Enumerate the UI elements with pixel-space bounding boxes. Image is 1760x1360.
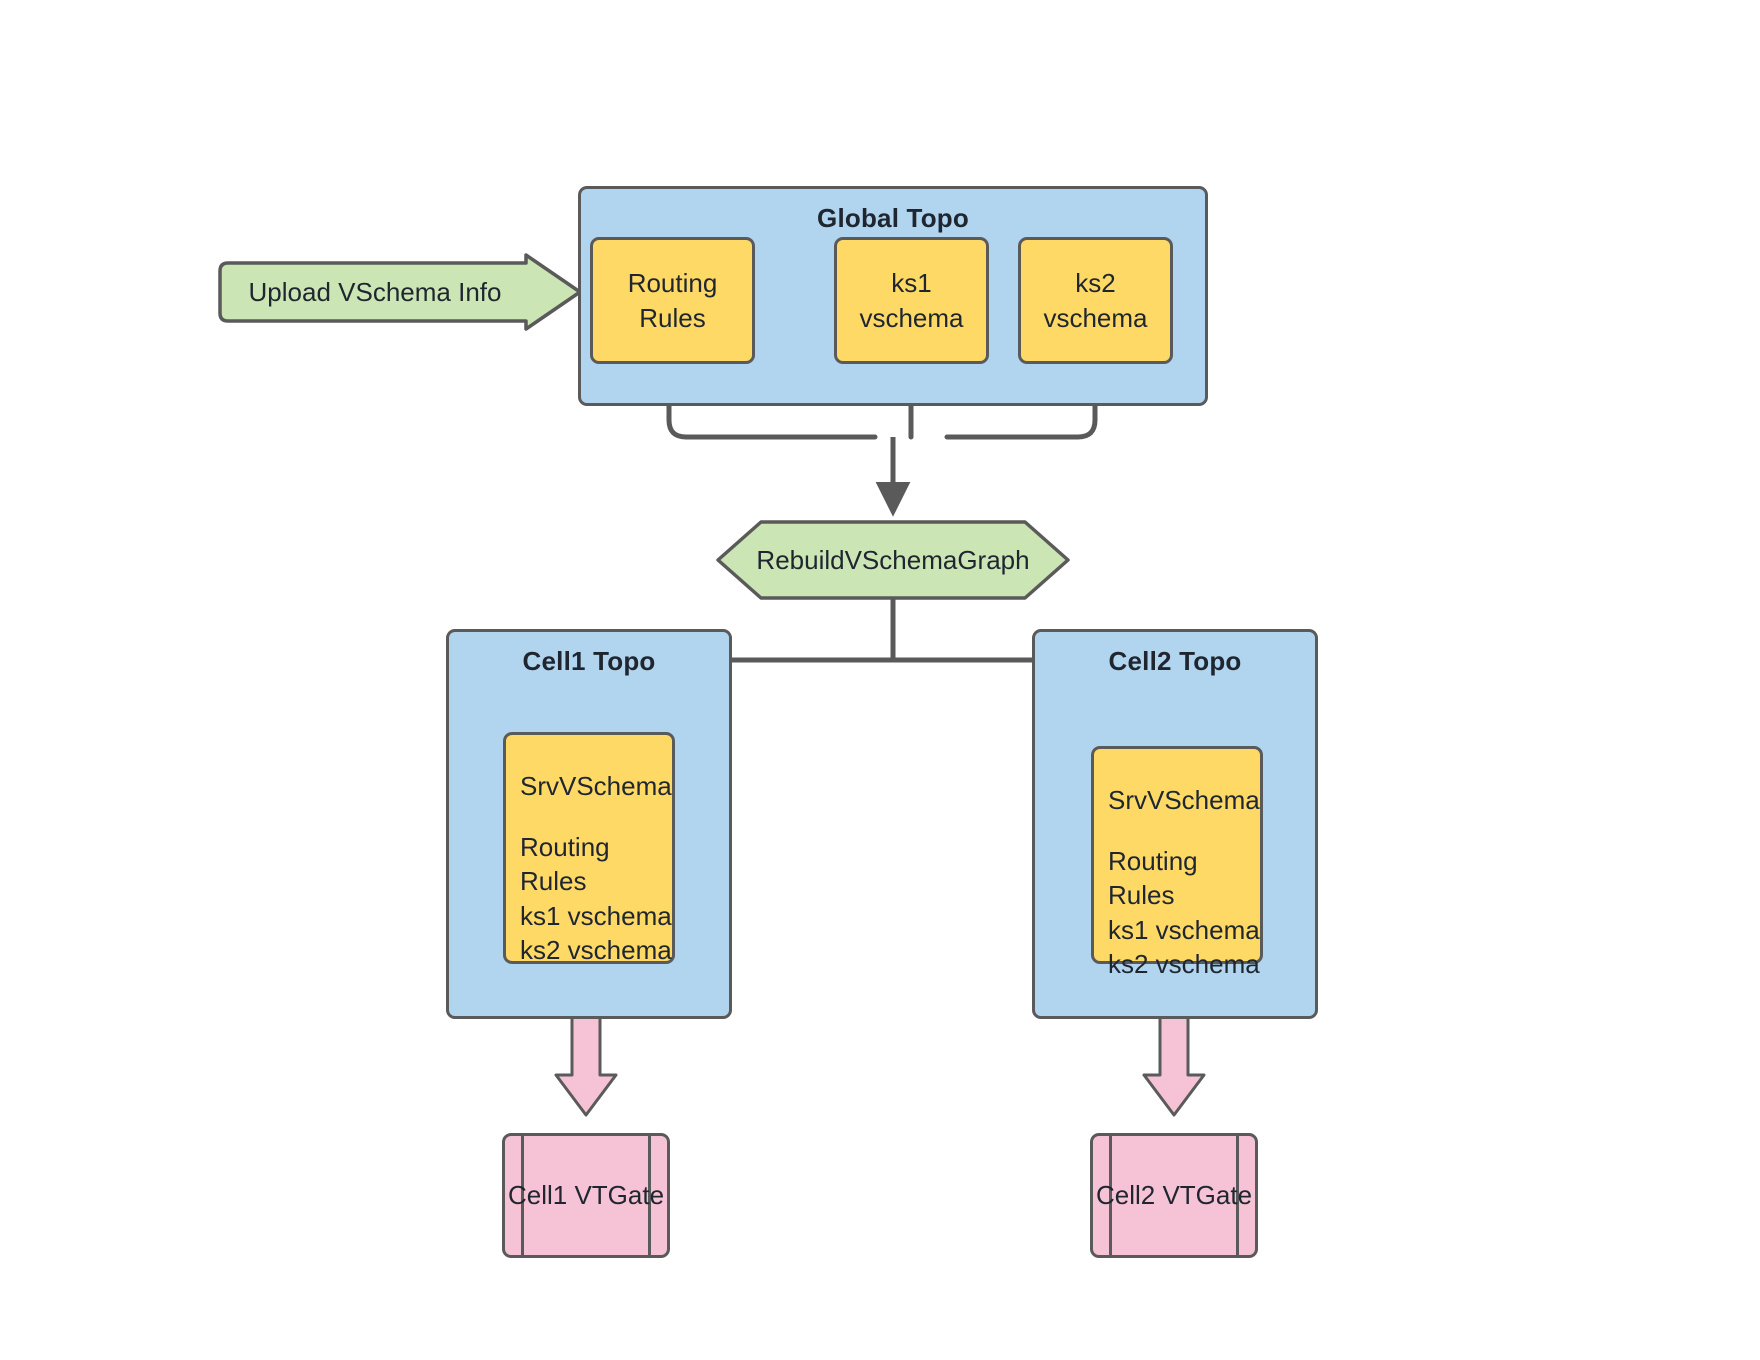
cell1-vtgate-label: Cell1 VTGate [507, 1180, 665, 1211]
cell2-vtgate-node[interactable]: Cell2 VTGate [1090, 1133, 1258, 1258]
global-box-ks2-vschema[interactable]: ks2 vschema [1018, 237, 1173, 364]
rebuild-vschema-graph-hexagon[interactable] [714, 518, 1072, 602]
cell2-srvvschema-text: SrvVSchema Routing Rules ks1 vschema ks2… [1108, 785, 1260, 980]
cell1-vtgate-node[interactable]: Cell1 VTGate [502, 1133, 670, 1258]
cell2-srvvschema-box[interactable]: SrvVSchema Routing Rules ks1 vschema ks2… [1091, 746, 1263, 979]
global-box-ks1-vschema[interactable]: ks1 vschema [834, 237, 989, 364]
global-box-routing-rules[interactable]: Routing Rules [590, 237, 755, 364]
global-box-routing-rules-text: Routing Rules [627, 267, 718, 333]
cell1-topo-title: Cell1 Topo [522, 646, 656, 676]
global-box-ks2-vschema-text: ks2 vschema [1043, 267, 1148, 333]
global-topo-title: Global Topo [817, 203, 969, 233]
cell1-srvvschema-text: SrvVSchema Routing Rules ks1 vschema ks2… [520, 771, 672, 966]
cell2-vtgate-label: Cell2 VTGate [1095, 1180, 1253, 1211]
upload-vschema-arrow [218, 253, 582, 331]
cell2-topo-title: Cell2 Topo [1108, 646, 1242, 676]
cell1-srvvschema-box[interactable]: SrvVSchema Routing Rules ks1 vschema ks2… [503, 732, 675, 965]
global-box-ks1-vschema-text: ks1 vschema [859, 267, 964, 333]
